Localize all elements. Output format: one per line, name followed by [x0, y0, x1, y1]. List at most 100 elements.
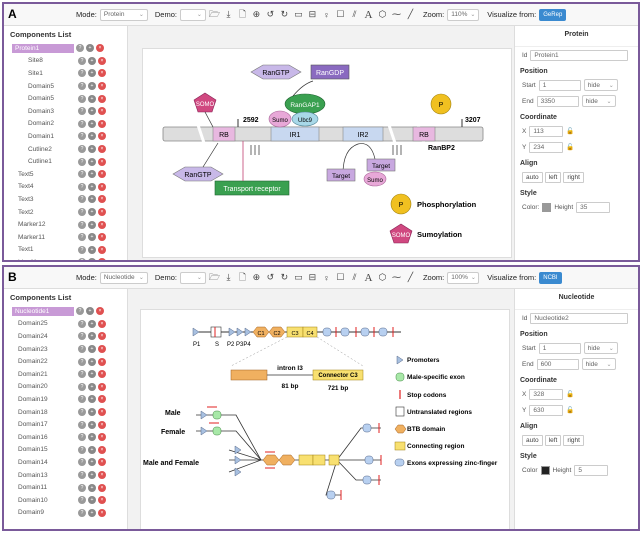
delete-icon[interactable]: × [98, 208, 106, 217]
add-icon[interactable]: + [88, 145, 96, 154]
delete-icon[interactable]: × [96, 44, 104, 53]
align-auto-button[interactable]: auto [522, 171, 543, 183]
tree-item[interactable]: Domain15?+× [4, 444, 127, 457]
y-input[interactable]: 630 [529, 404, 564, 416]
target-box-2[interactable] [366, 158, 396, 172]
delete-icon[interactable]: × [98, 445, 106, 454]
rb-domain-2[interactable] [412, 126, 436, 142]
checkbox-icon[interactable]: ☐ [336, 272, 345, 282]
rangtp-top-marker[interactable] [250, 64, 302, 80]
add-icon[interactable]: + [88, 82, 96, 91]
info-icon[interactable]: ? [78, 408, 86, 417]
delete-icon[interactable]: × [98, 258, 106, 260]
align-left-button[interactable]: left [544, 434, 562, 446]
info-icon[interactable]: ? [78, 319, 86, 328]
delete-icon[interactable]: × [98, 483, 106, 492]
add-icon[interactable]: + [88, 420, 96, 429]
visualize-source-button[interactable]: NCBI [539, 271, 562, 284]
tree-item[interactable]: Text5?+× [4, 168, 127, 181]
delete-icon[interactable]: × [98, 245, 106, 254]
add-icon[interactable]: + [88, 208, 96, 217]
info-icon[interactable]: ? [78, 220, 86, 229]
new-file-icon[interactable]: 🗋 [238, 271, 247, 282]
info-icon[interactable]: ? [76, 307, 84, 316]
tree-item[interactable]: Domain3?+× [4, 105, 127, 118]
rangtp-bottom-marker[interactable] [172, 166, 224, 182]
delete-icon[interactable]: × [98, 182, 106, 191]
demo-select[interactable]: ⌄ [179, 271, 206, 284]
tree-item[interactable]: Text3?+× [4, 193, 127, 206]
transport-receptor-box[interactable] [214, 180, 290, 196]
download-icon[interactable]: ⤓ [226, 272, 231, 282]
delete-icon[interactable]: × [98, 370, 106, 379]
target-icon[interactable]: ⊕ [252, 272, 261, 282]
add-icon[interactable]: + [86, 307, 94, 316]
target-box-1[interactable] [326, 168, 356, 182]
tree-item[interactable]: Domain18?+× [4, 406, 127, 419]
tree-item[interactable]: Cutline2?+× [4, 143, 127, 156]
protein-bar[interactable] [162, 126, 484, 142]
cut-icon[interactable]: ⊟ [308, 272, 317, 282]
delete-icon[interactable]: × [98, 119, 106, 128]
download-icon[interactable]: ⤓ [226, 9, 231, 19]
color-swatch[interactable] [542, 202, 552, 212]
delete-icon[interactable]: × [98, 408, 106, 417]
mode-select[interactable]: Protein⌄ [99, 8, 148, 21]
info-icon[interactable]: ? [78, 471, 86, 480]
add-icon[interactable]: + [88, 382, 96, 391]
align-right-button[interactable]: right [563, 171, 584, 183]
rotate-right-icon[interactable]: ↻ [280, 272, 289, 282]
info-icon[interactable]: ? [76, 44, 84, 53]
rb-domain[interactable] [212, 126, 236, 142]
start-input[interactable]: 1 [538, 342, 581, 354]
delete-icon[interactable]: × [98, 145, 106, 154]
add-icon[interactable]: + [88, 471, 96, 480]
curve-icon[interactable]: ⁓ [391, 9, 401, 19]
info-icon[interactable]: ? [78, 145, 86, 154]
delete-icon[interactable]: × [98, 508, 106, 517]
height-input[interactable]: 35 [576, 201, 611, 213]
cutline-icon[interactable]: ⫽ [352, 9, 357, 19]
add-icon[interactable]: + [88, 395, 96, 404]
sumo-marker-2[interactable] [363, 171, 387, 187]
add-icon[interactable]: + [88, 233, 96, 242]
tree-item[interactable]: Line11?+× [4, 256, 127, 260]
delete-icon[interactable]: × [98, 220, 106, 229]
drawing-canvas[interactable]: RB IR1 IR2 RB 2592 3207 RanBP2 RanGTP Ra… [142, 48, 512, 258]
info-icon[interactable]: ? [78, 345, 86, 354]
info-icon[interactable]: ? [78, 420, 86, 429]
zoom-select[interactable]: 100%⌄ [447, 271, 480, 284]
drawing-canvas[interactable]: C1 C2 C3 C4 P1 S P2 P3P4 intron I3 81 bp… [140, 309, 510, 529]
tree-item[interactable]: Domain20?+× [4, 381, 127, 394]
hexagon-icon[interactable]: ⬡ [378, 9, 387, 19]
info-icon[interactable]: ? [78, 208, 86, 217]
rotate-left-icon[interactable]: ↺ [266, 9, 275, 19]
text-icon[interactable]: A [364, 271, 373, 284]
marker-icon[interactable]: ♀ [323, 9, 330, 20]
add-icon[interactable]: + [88, 69, 96, 78]
delete-icon[interactable]: × [98, 82, 106, 91]
tree-item[interactable]: Site8?+× [4, 55, 127, 68]
info-icon[interactable]: ? [78, 357, 86, 366]
tree-item[interactable]: Domain23?+× [4, 343, 127, 356]
end-input[interactable]: 3350 [536, 95, 579, 107]
checkbox-icon[interactable]: ☐ [336, 9, 345, 19]
delete-icon[interactable]: × [98, 157, 106, 166]
info-icon[interactable]: ? [78, 508, 86, 517]
add-icon[interactable]: + [88, 508, 96, 517]
delete-icon[interactable]: × [98, 233, 106, 242]
info-icon[interactable]: ? [78, 56, 86, 65]
delete-icon[interactable]: × [98, 433, 106, 442]
add-icon[interactable]: + [88, 94, 96, 103]
id-input[interactable]: Nucleotide2 [530, 312, 629, 324]
x-input[interactable]: 328 [529, 388, 564, 400]
start-input[interactable]: 1 [538, 79, 581, 91]
delete-icon[interactable]: × [98, 195, 106, 204]
info-icon[interactable]: ? [78, 132, 86, 141]
info-icon[interactable]: ? [78, 445, 86, 454]
info-icon[interactable]: ? [78, 107, 86, 116]
tree-item[interactable]: Domain11?+× [4, 481, 127, 494]
marker-icon[interactable]: ♀ [323, 272, 330, 283]
add-icon[interactable]: + [88, 119, 96, 128]
delete-icon[interactable]: × [98, 458, 106, 467]
